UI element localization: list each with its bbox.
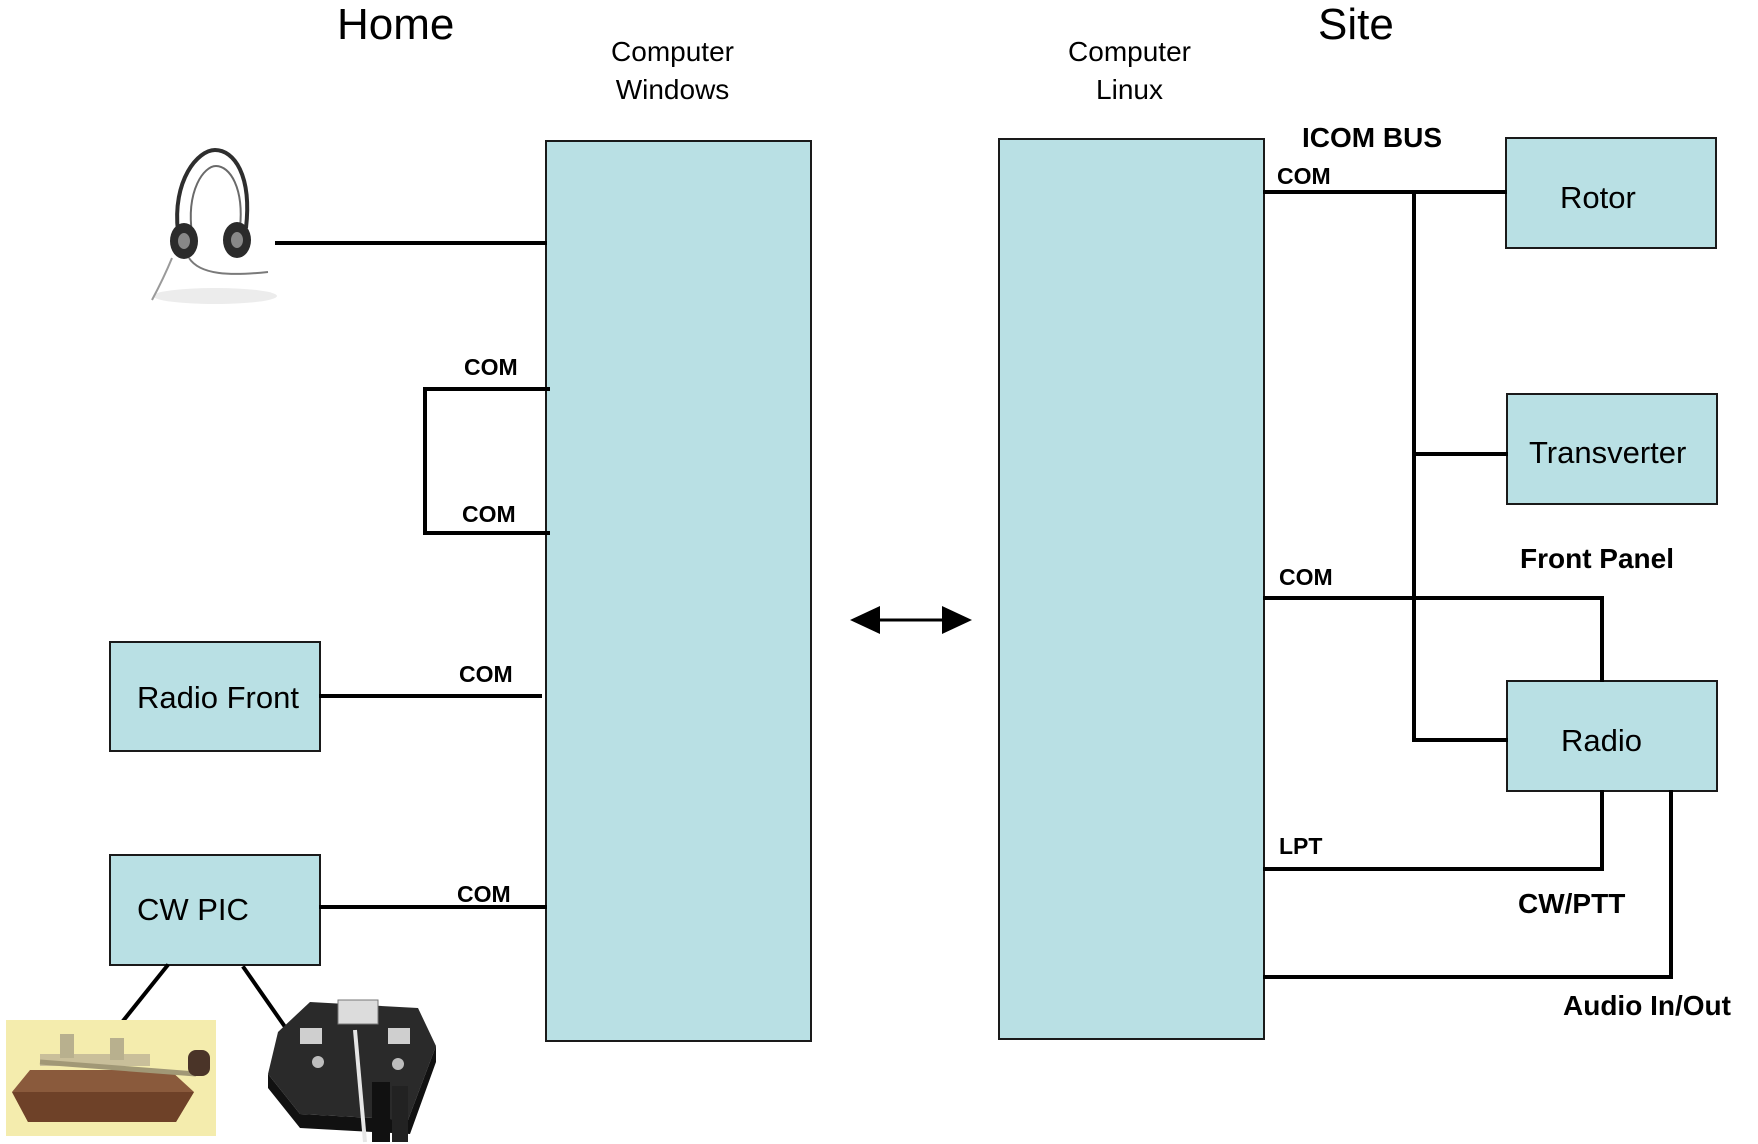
com-cw-pic-label: COM bbox=[457, 881, 511, 907]
transverter-label: Transverter bbox=[1529, 435, 1687, 470]
headset-icon bbox=[151, 147, 277, 304]
com-icom-label: COM bbox=[1277, 163, 1331, 189]
com-loop-bottom-label: COM bbox=[462, 501, 516, 527]
icom-bus-label: ICOM BUS bbox=[1302, 122, 1442, 153]
windows-computer-title: Computer Windows bbox=[585, 33, 760, 109]
rotor-box bbox=[1505, 137, 1717, 249]
com-front-panel-label: COM bbox=[1279, 564, 1333, 590]
cw-pic-label: CW PIC bbox=[137, 892, 249, 927]
windows-title-line1: Computer bbox=[611, 36, 734, 67]
site-heading: Site bbox=[1318, 0, 1394, 49]
transverter-box bbox=[1506, 393, 1718, 505]
radio-front-box bbox=[109, 641, 321, 752]
linux-title-line2: Linux bbox=[1096, 74, 1163, 105]
linux-title-line1: Computer bbox=[1068, 36, 1191, 67]
cw-ptt-line bbox=[1263, 790, 1604, 871]
lpt-label: LPT bbox=[1279, 833, 1323, 859]
com-radio-front-label: COM bbox=[459, 661, 513, 687]
radio-label: Radio bbox=[1561, 723, 1642, 758]
audio-line bbox=[1263, 790, 1673, 979]
icom-bus-trunk bbox=[1412, 190, 1508, 742]
home-heading: Home bbox=[337, 0, 455, 49]
paddle-key-icon bbox=[268, 999, 436, 1143]
linux-computer-title: Computer Linux bbox=[1042, 33, 1217, 109]
cw-ptt-label: CW/PTT bbox=[1518, 888, 1626, 919]
rotor-label: Rotor bbox=[1560, 180, 1636, 215]
straight-key-cable bbox=[116, 963, 170, 1029]
linux-computer-box bbox=[998, 138, 1265, 1040]
front-panel-label: Front Panel bbox=[1520, 543, 1675, 574]
paddle-key-cable bbox=[241, 965, 293, 1037]
straight-key-icon bbox=[6, 1020, 216, 1136]
com-loopback-line bbox=[423, 387, 550, 535]
radio-front-label: Radio Front bbox=[137, 680, 299, 715]
windows-computer-box bbox=[545, 140, 812, 1042]
radio-box bbox=[1506, 680, 1718, 792]
cw-pic-box bbox=[109, 854, 321, 966]
com-loop-top-label: COM bbox=[464, 354, 518, 380]
audio-in-out-label: Audio In/Out bbox=[1563, 990, 1731, 1021]
front-panel-line bbox=[1263, 596, 1604, 682]
windows-title-line2: Windows bbox=[615, 74, 730, 105]
double-arrow-icon bbox=[850, 606, 972, 634]
